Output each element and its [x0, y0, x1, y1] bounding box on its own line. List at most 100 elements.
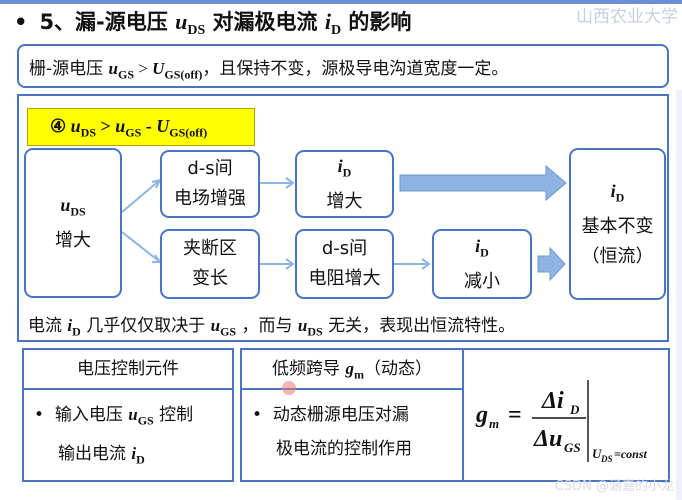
title-prefix: 5、漏-源电压: [39, 10, 176, 34]
arrow-left-to-lower: [121, 231, 161, 263]
summary-v1: i: [67, 316, 73, 335]
case-var-b-sub: GS: [125, 125, 142, 140]
box-field-line2: 电场增强: [174, 188, 246, 209]
formula-cond-sub: DS: [600, 454, 613, 464]
box-resistance-line2: 电阻增大: [308, 268, 381, 289]
transconductance-l1: 动态栅源电压对漏: [272, 405, 409, 425]
box-id-dec-var: i: [475, 235, 481, 256]
thin-arrows: [121, 177, 431, 270]
condition-threshold: U: [152, 59, 165, 78]
box-id-const-var-sub: D: [615, 190, 625, 205]
arrowhead-lower1-to-lower2: [285, 258, 295, 270]
summary-p2: 几乎仅仅取决于: [80, 316, 211, 336]
case-number: ④: [50, 116, 71, 136]
box-id-inc-text: 增大: [326, 191, 363, 213]
summary-v1-sub: D: [72, 324, 81, 339]
arrow-left-to-upper: [121, 179, 161, 213]
voltage-control-l1v-sub: GS: [137, 413, 154, 428]
mouse-cursor-highlight: [282, 381, 296, 395]
voltage-control-l1a: 输入电压: [54, 405, 129, 425]
transconductance-l2: 极电流的控制作用: [276, 439, 412, 459]
case-var-a-sub: DS: [80, 125, 96, 140]
box-id-increase: iD 增大: [295, 150, 394, 218]
box-id-constant: iD 基本不变 （恒流）: [569, 148, 666, 300]
voltage-control-l2v: i: [131, 444, 137, 464]
box-id-const-line2: 基本不变: [581, 216, 654, 238]
condition-var-sub: GS: [118, 67, 135, 82]
box-uds-var-sub: DS: [70, 204, 86, 219]
box-id-inc-var-sub: D: [342, 165, 352, 180]
case-var-c-sub: GS(off): [169, 125, 208, 140]
voltage-control-l1v: u: [128, 405, 138, 424]
formula-eq: =: [508, 402, 522, 428]
transconductance-head-b: （动态）: [363, 359, 432, 379]
box-uds-var: u: [60, 194, 71, 215]
transconductance-head-v-sub: m: [353, 367, 364, 382]
box-id-decrease: iD 减小: [432, 229, 532, 299]
transconductance-head-a: 低频跨导: [272, 359, 346, 379]
condition-suffix: ，且保持不变，源极导电沟道宽度一定。: [202, 59, 509, 79]
box-field-enhance: d-s间 电场增强: [160, 150, 260, 218]
box-id-const-line3: （恒流）: [581, 246, 654, 268]
voltage-control-body: • 输入电压 uGS 控制 输出电流 iD: [24, 390, 232, 477]
voltage-control-bullet: •: [34, 405, 45, 425]
title-suffix: 的影响: [341, 10, 412, 34]
watermark-top-right: 山西农业大学: [576, 7, 678, 27]
gm-formula: g m = Δi D Δu GS U DS =const: [475, 380, 648, 464]
slide-title: •5、漏-源电压 uDS 对漏极电流 iD 的影响: [14, 6, 411, 39]
block-arrow-lower: [537, 246, 566, 282]
voltage-control-head: 电压控制元件: [24, 350, 232, 390]
formula-cond: U: [592, 446, 602, 461]
formula-den: Δu: [533, 426, 562, 452]
summary-p3: ，而与: [236, 316, 298, 336]
watermark-bottom-right: CSDN @涵嘉的小龙: [554, 479, 674, 494]
box-pinchoff-longer: 夹断区 变长: [160, 229, 260, 299]
arrowhead-upper1-to-upper2: [285, 177, 295, 189]
summary-v2-sub: GS: [220, 324, 237, 339]
block-arrow-upper: [399, 164, 567, 202]
condition-prefix: 栅-源电压: [29, 59, 109, 79]
case-var-a: u: [70, 116, 81, 136]
condition-box: 栅-源电压 uGS > UGS(off)，且保持不变，源极导电沟道宽度一定。: [17, 44, 669, 88]
box-uds-increase: uDS 增大: [24, 148, 122, 298]
transconductance-head-v: g: [345, 359, 354, 378]
condition-var: u: [108, 59, 119, 78]
summary-text: 电流 iD 几乎仅仅取决于 uGS ，而与 uDS 无关，表现出恒流特性。: [28, 311, 515, 339]
summary-v2: u: [210, 316, 221, 335]
case-var-b: u: [115, 116, 126, 136]
formula-den-sub: GS: [564, 440, 581, 455]
title-mid: 对漏极电流: [205, 10, 325, 34]
summary-p1: 电流: [28, 316, 68, 336]
formula-lhs-sub: m: [489, 416, 499, 431]
transconductance-head: 低频跨导 gm（动态）: [242, 350, 462, 390]
title-var-i: i: [324, 9, 331, 34]
title-var-u: u: [175, 9, 188, 34]
transconductance-body: • 动态栅源电压对漏 极电流的控制作用: [242, 390, 462, 466]
box-id-const-var: i: [610, 180, 616, 201]
case-op2: -: [141, 116, 157, 136]
arrowhead-lower2-to-lower3: [421, 258, 431, 270]
formula-lhs: g: [475, 402, 488, 428]
title-var-i-sub: D: [330, 23, 342, 39]
summary-p4: 无关，表现出恒流特性。: [322, 316, 516, 336]
voltage-control-table: 电压控制元件 • 输入电压 uGS 控制 输出电流 iD: [22, 348, 234, 482]
formula-num-sub: D: [569, 402, 580, 417]
gm-formula-box: g m = Δi D Δu GS U DS =const: [462, 348, 670, 482]
transconductance-table: 低频跨导 gm（动态） • 动态栅源电压对漏 极电流的控制作用: [240, 348, 464, 482]
box-pinchoff-line2: 变长: [192, 268, 228, 289]
formula-cond-rest: =const: [614, 447, 648, 461]
voltage-control-l1b: 控制: [153, 405, 194, 425]
summary-v3: u: [297, 316, 308, 335]
box-resistance-line1: d-s间: [321, 238, 368, 259]
title-var-u-sub: DS: [187, 23, 206, 39]
summary-v3-sub: DS: [307, 324, 323, 339]
case-op1: >: [96, 116, 116, 136]
box-id-dec-var-sub: D: [480, 245, 489, 260]
transconductance-bullet: •: [252, 405, 263, 425]
box-id-dec-text: 减小: [464, 271, 500, 293]
box-id-inc-var: i: [337, 155, 343, 176]
voltage-control-l2a: 输出电流: [58, 444, 132, 465]
condition-threshold-sub: GS(off): [164, 67, 203, 82]
condition-op: >: [134, 59, 153, 78]
